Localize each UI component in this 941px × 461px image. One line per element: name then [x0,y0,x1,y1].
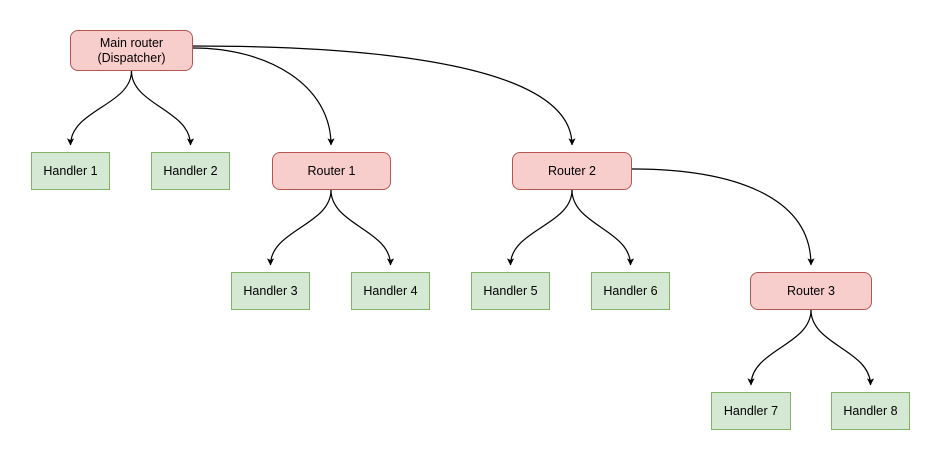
node-handler-3[interactable]: Handler 3 [231,272,310,310]
node-label-handler-8: Handler 8 [843,403,898,418]
node-label-handler-2: Handler 2 [163,163,218,178]
node-router-3[interactable]: Router 3 [750,272,872,310]
node-handler-2[interactable]: Handler 2 [151,152,230,190]
node-label-main-router: Main router (Dispatcher) [97,35,166,65]
node-handler-8[interactable]: Handler 8 [831,392,910,430]
edges-group [66,45,875,386]
edge-router-1-to-handler-4 [330,189,395,266]
edge-router-2-to-handler-6 [571,189,635,266]
node-label-router-2: Router 2 [548,163,596,178]
edge-main-to-handler-2 [130,70,195,146]
node-handler-4[interactable]: Handler 4 [351,272,430,310]
edge-main-to-router-2 [192,45,576,146]
node-label-handler-5: Handler 5 [483,283,538,298]
node-label-router-3: Router 3 [787,283,835,298]
node-label-handler-1: Handler 1 [43,163,98,178]
edge-main-to-handler-1 [66,70,133,146]
node-handler-5[interactable]: Handler 5 [471,272,550,310]
node-handler-6[interactable]: Handler 6 [591,272,670,310]
node-label-handler-4: Handler 4 [363,283,418,298]
edge-router-3-to-handler-8 [810,309,875,386]
node-label-handler-6: Handler 6 [603,283,658,298]
node-handler-7[interactable]: Handler 7 [711,392,791,430]
edge-router-2-to-router-3 [631,168,815,266]
node-router-1[interactable]: Router 1 [272,152,391,190]
edge-main-to-router-1 [192,47,335,146]
node-router-2[interactable]: Router 2 [512,152,632,190]
node-label-handler-7: Handler 7 [723,403,779,418]
node-label-handler-3: Handler 3 [243,283,298,298]
edge-router-2-to-handler-5 [506,189,573,266]
node-label-router-1: Router 1 [307,163,356,178]
edge-router-1-to-handler-3 [266,189,332,266]
edge-router-3-to-handler-7 [747,309,812,386]
node-handler-1[interactable]: Handler 1 [31,152,110,190]
node-main-router[interactable]: Main router (Dispatcher) [70,30,193,71]
